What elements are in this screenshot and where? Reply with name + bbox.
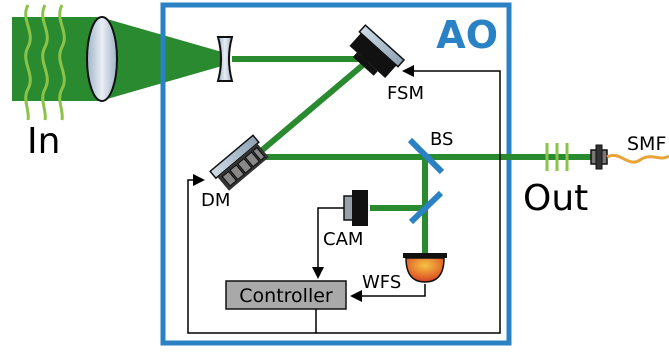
camera-icon: [343, 190, 368, 226]
out-label: Out: [523, 178, 588, 219]
fiber-connector-icon: [590, 144, 608, 170]
fsm-icon: [349, 24, 406, 78]
in-label: In: [27, 121, 60, 162]
dm-icon: [209, 134, 269, 191]
collimating-lens-icon: [216, 36, 234, 82]
cam-label: CAM: [323, 229, 363, 250]
ao-label: AO: [436, 13, 498, 57]
input-lens-icon: [86, 16, 118, 102]
pickoff-beam-splitter-icon: [408, 190, 444, 225]
dm-label: DM: [201, 190, 230, 211]
smf-label: SMF: [627, 133, 666, 155]
controller-box: [225, 280, 347, 310]
fsm-label: FSM: [387, 83, 424, 104]
ao-box: [160, 2, 512, 346]
input-wavefronts: [24, 4, 66, 121]
wavefront-sensor-icon: [403, 253, 447, 283]
beam-splitter-icon: [407, 137, 445, 175]
output-wavefronts: [545, 143, 569, 171]
controller-label: Controller: [239, 285, 333, 307]
single-mode-fiber: [606, 153, 669, 164]
wfs-label: WFS: [362, 272, 401, 293]
control-lines: [187, 65, 501, 334]
bs-label: BS: [430, 129, 453, 150]
